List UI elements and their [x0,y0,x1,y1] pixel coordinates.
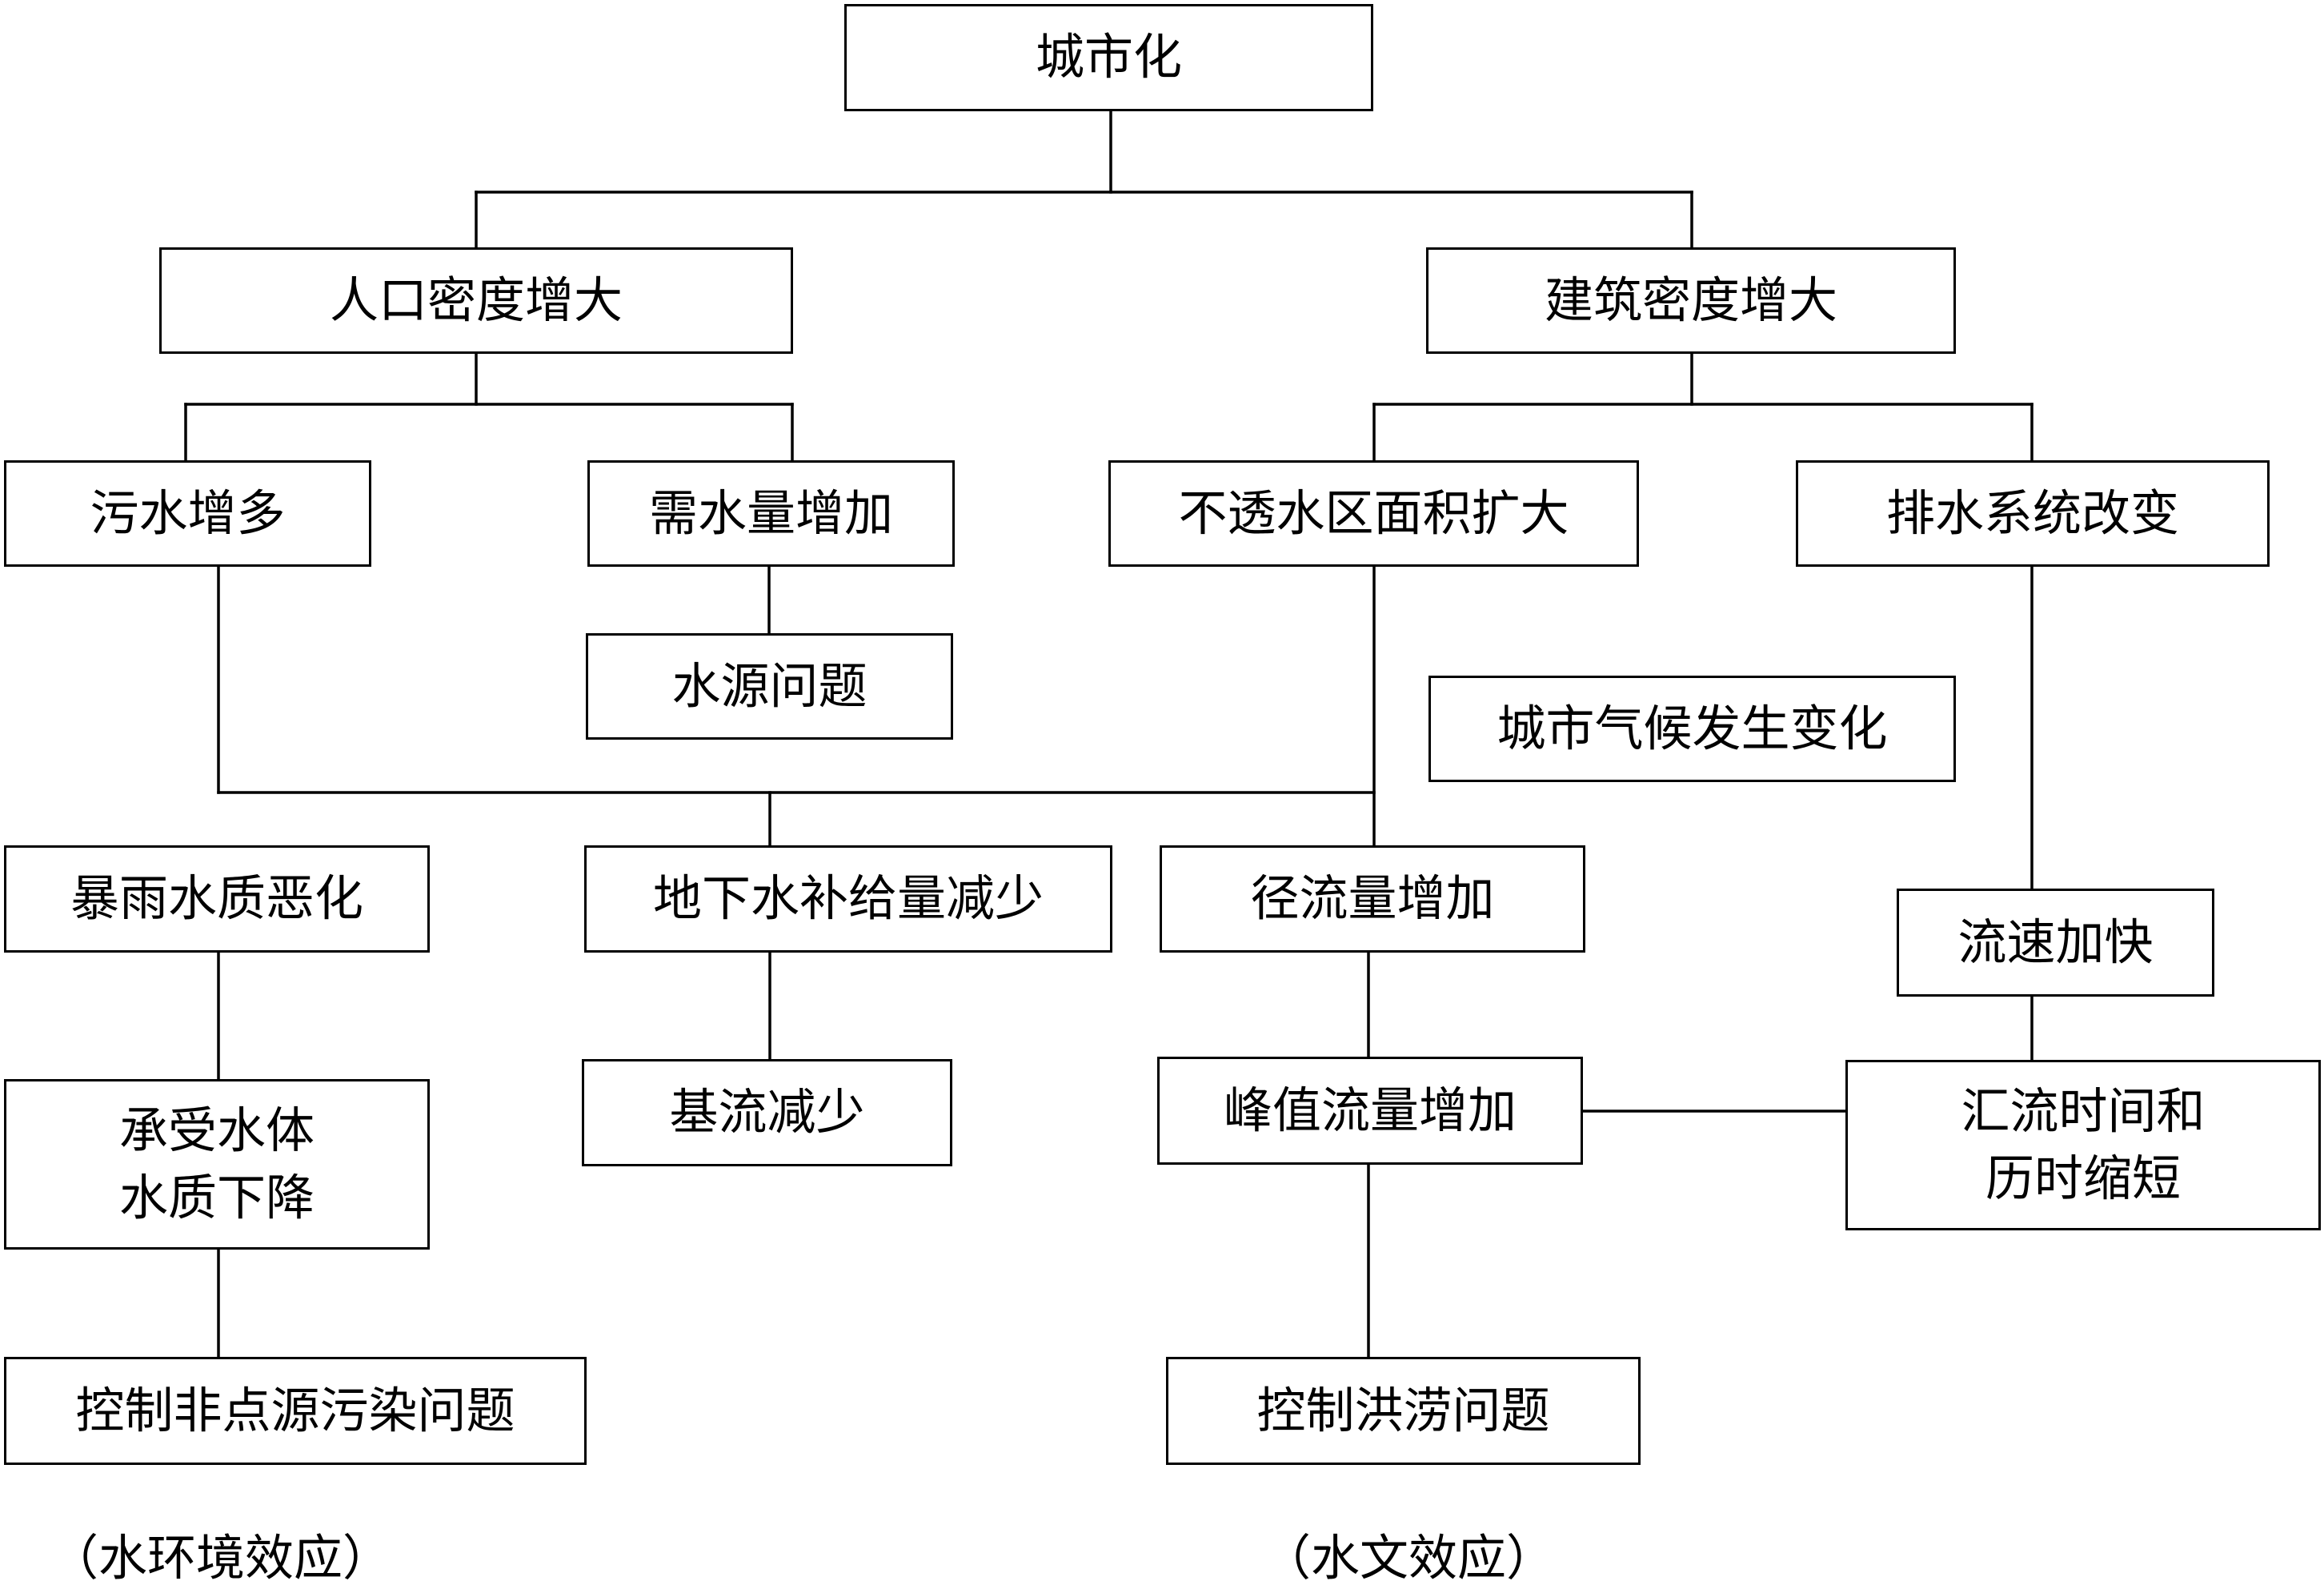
node-baseflow-decrease: 基流减少 [582,1059,952,1166]
node-population-density-increase: 人口密度增大 [159,247,793,354]
node-runoff-increase-label: 径流量增加 [1250,870,1495,927]
node-sewage-increase: 污水增多 [4,460,371,567]
node-flow-velocity-faster: 流速加快 [1897,889,2214,997]
node-baseflow-decrease-label: 基流减少 [669,1084,865,1141]
node-building-density-increase-label: 建筑密度增大 [1544,271,1837,329]
node-concentration-time-shorten-line1: 汇流时间和 [1961,1082,2206,1140]
node-receiving-water-quality-decline-line2: 水质下降 [118,1169,315,1226]
node-population-density-increase-label: 人口密度增大 [329,271,623,329]
node-sewage-increase-label: 污水增多 [90,484,286,542]
node-groundwater-recharge-decrease-label: 地下水补给量减少 [652,870,1044,927]
node-water-demand-increase-label: 需水量增加 [648,484,893,542]
node-storm-water-quality-deteriorate: 暴雨水质恶化 [4,845,430,953]
node-receiving-water-quality-decline: 承受水体 水质下降 [4,1079,430,1250]
node-drainage-system-change-label: 排水系统改变 [1885,484,2179,542]
node-water-source-problem: 水源问题 [586,633,953,740]
node-urban-climate-change-label: 城市气候发生变化 [1497,700,1888,757]
node-control-nonpoint-pollution: 控制非点源污染问题 [4,1357,587,1465]
node-control-nonpoint-pollution-label: 控制非点源污染问题 [75,1382,515,1439]
caption-water-environment-effect: （水环境效应） [50,1530,392,1585]
node-flow-velocity-faster-label: 流速加快 [1957,913,2154,971]
node-water-source-problem-label: 水源问题 [671,657,867,715]
node-urbanization: 城市化 [844,4,1373,111]
node-control-flood-problem: 控制洪涝问题 [1166,1357,1641,1465]
node-urban-climate-change: 城市气候发生变化 [1428,676,1956,782]
node-runoff-increase: 径流量增加 [1160,845,1585,953]
node-control-flood-problem-label: 控制洪涝问题 [1256,1382,1550,1439]
node-storm-water-quality-deteriorate-label: 暴雨水质恶化 [70,870,363,927]
node-receiving-water-quality-decline-line1: 承受水体 [118,1101,315,1159]
node-impervious-area-expand: 不透水区面积扩大 [1108,460,1639,567]
node-groundwater-recharge-decrease: 地下水补给量减少 [584,845,1112,953]
node-concentration-time-shorten: 汇流时间和 历时缩短 [1845,1060,2321,1230]
node-impervious-area-expand-label: 不透水区面积扩大 [1178,484,1569,542]
caption-hydrological-effect: （水文效应） [1262,1530,1556,1585]
node-drainage-system-change: 排水系统改变 [1796,460,2270,567]
node-concentration-time-shorten-line2: 历时缩短 [1985,1150,2181,1207]
node-urbanization-label: 城市化 [1035,29,1182,86]
node-peak-flow-increase: 峰值流量增加 [1157,1057,1583,1165]
node-water-demand-increase: 需水量增加 [587,460,955,567]
node-building-density-increase: 建筑密度增大 [1426,247,1956,354]
node-peak-flow-increase-label: 峰值流量增加 [1223,1081,1517,1139]
